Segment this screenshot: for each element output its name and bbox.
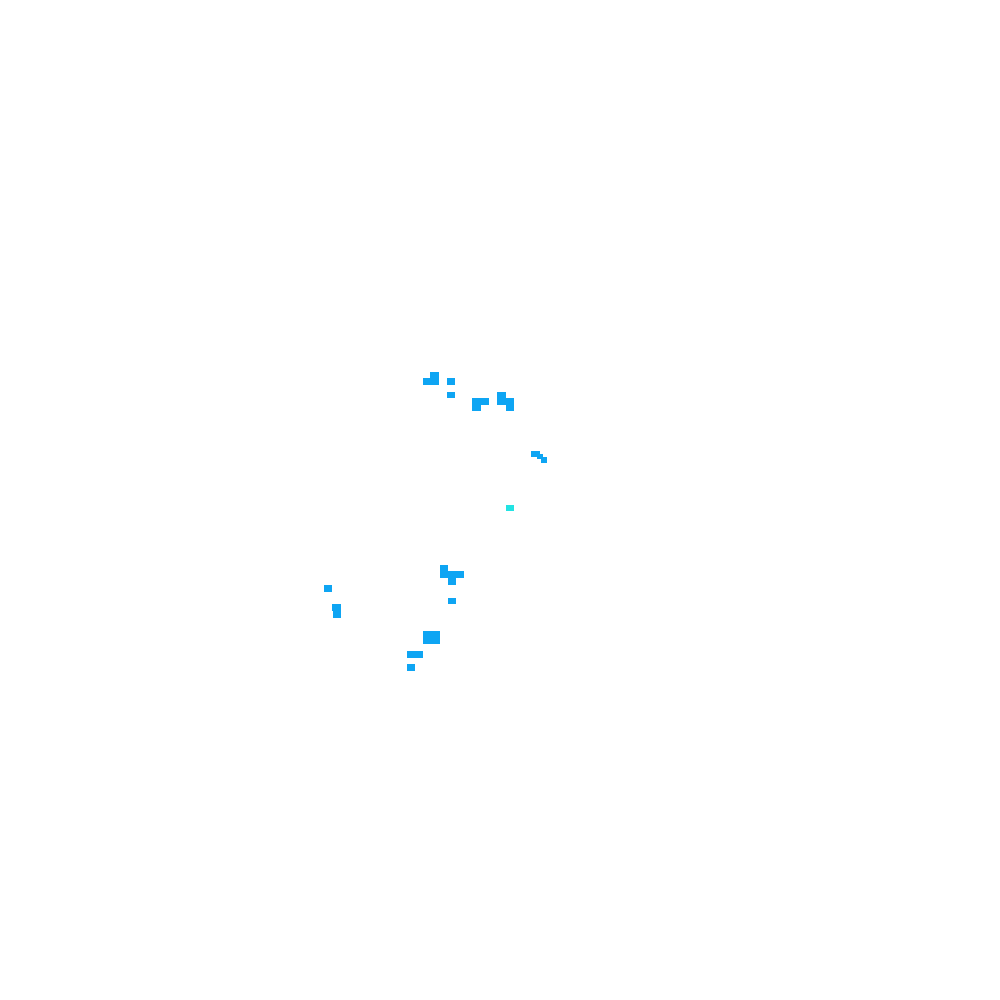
pixel-cluster xyxy=(448,578,456,585)
highlight-pixel xyxy=(506,505,514,511)
pixel-cluster xyxy=(332,604,341,611)
pixel-cluster xyxy=(447,392,455,398)
pixel-cluster xyxy=(541,457,547,463)
pixel-cluster xyxy=(472,405,481,411)
pixel-cluster xyxy=(537,454,543,459)
pixel-cluster xyxy=(430,372,439,378)
pixel-cluster xyxy=(448,598,456,604)
pixel-cluster xyxy=(324,585,332,592)
pixel-cluster xyxy=(472,398,489,405)
pixel-cluster xyxy=(423,631,440,644)
pixel-cluster xyxy=(407,664,415,671)
pixel-cluster xyxy=(333,611,341,618)
pixel-cluster xyxy=(407,651,423,658)
pixel-cluster xyxy=(447,378,455,385)
pixel-cluster xyxy=(531,451,540,457)
pixel-cluster xyxy=(448,571,464,578)
pixel-cluster xyxy=(440,565,448,578)
pixel-cluster xyxy=(506,398,514,411)
pixel-cluster xyxy=(423,378,439,385)
pixel-cluster xyxy=(497,392,506,405)
